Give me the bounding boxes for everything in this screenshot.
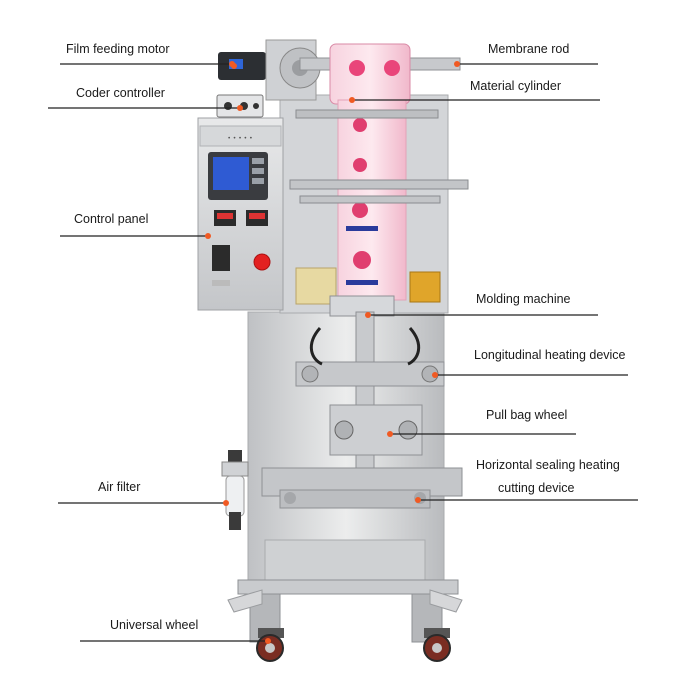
cabinet-top-plate: [199, 125, 282, 147]
label-air-filter: Air filter: [98, 480, 141, 494]
cabinet-panel: [264, 539, 426, 585]
longitudinal-heater: [295, 361, 445, 387]
side-motor: [409, 271, 441, 303]
svg-text:• • • • •: • • • • •: [227, 135, 252, 142]
label-film-feeding-motor: Film feeding motor: [66, 42, 170, 56]
label-material-cylinder: Material cylinder: [470, 79, 562, 93]
dot-coder-controller: [237, 105, 243, 111]
dot-longitudinal-heating: [432, 372, 438, 378]
dot-universal-wheel: [265, 638, 271, 644]
label-horizontal-sealing-line1: Horizontal sealing heating: [476, 458, 620, 472]
dot-horizontal-sealing: [415, 497, 421, 503]
label-horizontal-sealing-line2: cutting device: [498, 481, 575, 495]
touch-screen: [213, 157, 249, 190]
label-membrane-rod: Membrane rod: [488, 42, 570, 56]
air-filter-unit: [221, 450, 249, 530]
control-cabinet: [197, 117, 284, 311]
right-wheel: [423, 628, 451, 662]
label-coder-controller: Coder controller: [76, 86, 165, 100]
dot-pull-bag-wheel: [387, 431, 393, 437]
dot-control-panel: [205, 233, 211, 239]
label-pull-bag-wheel: Pull bag wheel: [486, 408, 568, 422]
base-bar: [237, 579, 459, 595]
dot-air-filter: [223, 500, 229, 506]
dot-material-cylinder: [349, 97, 355, 103]
label-molding-machine: Molding machine: [476, 292, 571, 306]
dot-molding-machine: [365, 312, 371, 318]
left-foot: [227, 589, 263, 613]
label-universal-wheel: Universal wheel: [110, 618, 199, 632]
label-control-panel: Control panel: [74, 212, 149, 226]
stop-button: [253, 253, 271, 271]
power-switch: [212, 245, 230, 271]
label-longitudinal-heating-device: Longitudinal heating device: [474, 348, 626, 362]
dot-film-feeding-motor: [229, 61, 235, 67]
right-foot: [429, 589, 463, 613]
dot-membrane-rod: [454, 61, 460, 67]
